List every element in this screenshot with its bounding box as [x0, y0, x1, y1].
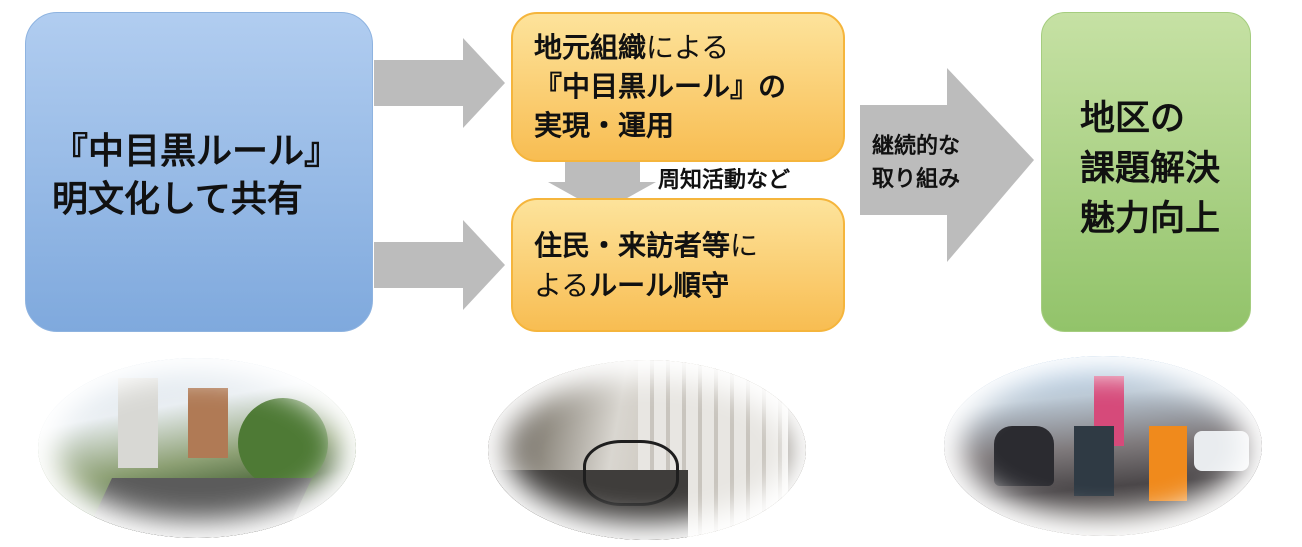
- wall-shape: [638, 360, 788, 540]
- top-line-2: 『中目黒ルール』の: [534, 70, 787, 103]
- banner-shape: [1094, 376, 1124, 446]
- residents-compliance-text: 住民・来訪者等に よるルール順守: [534, 226, 758, 306]
- shopping-street-photo: [944, 356, 1262, 536]
- left-line-2: 明文化して共有: [52, 179, 303, 220]
- bottom-line-2-bold: ルール順守: [589, 269, 730, 302]
- bottom-line-1-thin: に: [730, 229, 759, 262]
- right-line-1: 地区の: [1080, 99, 1186, 139]
- street-slope-photo: [38, 358, 356, 538]
- left-line-1: 『中目黒ルール』: [52, 131, 341, 172]
- district-outcome-text: 地区の 課題解決 魅力向上: [1080, 94, 1220, 244]
- bottom-line-2-thin: よる: [534, 269, 590, 302]
- road-shape: [84, 478, 312, 538]
- nakameguro-rule-shared-text: 『中目黒ルール』 明文化して共有: [52, 128, 340, 224]
- local-organization-box: [511, 12, 845, 162]
- pavement-shape: [488, 470, 688, 540]
- signboard-shape: [1074, 426, 1114, 496]
- arrow-to-residents: [374, 220, 505, 310]
- bottom-line-1-bold: 住民・来訪者等: [534, 229, 731, 262]
- top-line-1-bold: 地元組織: [534, 31, 647, 64]
- arrow-to-outcome: [860, 68, 1034, 262]
- residents-compliance-box: [511, 198, 845, 332]
- awareness-label: 周知活動など: [658, 168, 791, 193]
- arrow-to-local-organization: [374, 38, 505, 128]
- right-line-2: 課題解決: [1080, 149, 1221, 189]
- continuous-line-2: 取り組み: [872, 167, 961, 192]
- local-organization-text: 地元組織による 『中目黒ルール』の 実現・運用: [534, 28, 786, 145]
- nakameguro-rule-shared-box: [25, 12, 373, 332]
- tree-shape: [238, 398, 328, 488]
- arrow-down-awareness: [548, 162, 656, 212]
- bottom-line-2: よるルール順守: [534, 266, 758, 306]
- top-line-1: 地元組織による: [534, 28, 786, 67]
- top-line-3: 実現・運用: [534, 109, 675, 142]
- bicycle-shape: [583, 440, 679, 506]
- building-shape: [118, 378, 158, 468]
- bottom-line-1: 住民・来訪者等に: [534, 226, 758, 266]
- sign-shape: [1149, 426, 1187, 501]
- car-shape: [1194, 431, 1249, 471]
- district-outcome-box: [1041, 12, 1251, 332]
- right-line-3: 魅力向上: [1080, 199, 1221, 239]
- top-line-1-thin: による: [646, 31, 730, 64]
- building-shape: [188, 388, 228, 458]
- continuous-effort-label: 継続的な 取り組み: [872, 130, 960, 196]
- continuous-line-1: 継続的な: [872, 134, 961, 159]
- parked-bicycles-photo: [488, 360, 806, 540]
- pedestrians-shape: [994, 426, 1054, 486]
